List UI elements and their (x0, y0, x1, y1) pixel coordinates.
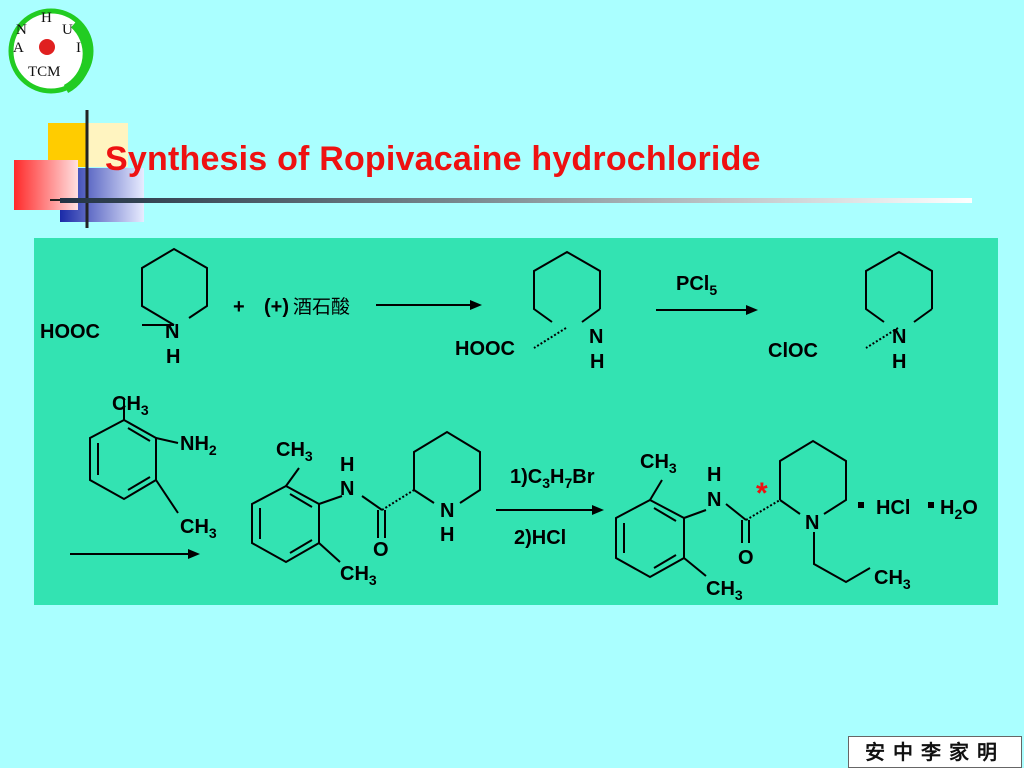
hcl-label: HCl (876, 497, 910, 519)
arrow-chlorination (656, 305, 758, 315)
amide-n-label-1: N (340, 478, 354, 500)
ch3-label-b2: CH3 (340, 563, 377, 588)
arrow-resolution (376, 300, 482, 310)
h-label-2: H (590, 351, 604, 373)
h-label-3: H (892, 351, 906, 373)
hooc-label-2: HOOC (455, 338, 515, 360)
arrow-amidation (70, 549, 200, 559)
logo-letter-i: I (76, 40, 81, 56)
logo-letter-n: N (16, 22, 27, 38)
logo-letter-u: U (62, 22, 73, 38)
salt-formula: HCl H2O (858, 497, 978, 522)
ch3-label-a1: CH3 (112, 393, 149, 418)
title-underline (60, 198, 972, 203)
carbonyl-o-label-1: O (373, 539, 389, 561)
dimethylaniline-structure: CH3 NH2 CH3 (89, 393, 217, 541)
hooc-label-1: HOOC (40, 321, 100, 343)
acid-chloride-structure: ClOC N H (768, 250, 933, 373)
salt-dot-1 (858, 502, 864, 508)
carbonyl-o-label-2: O (738, 547, 754, 569)
logo-letter-a: A (13, 40, 24, 56)
author-seal: 安中李家明 (848, 736, 1022, 768)
n-label-1: N (165, 321, 179, 343)
resolving-agent-name: 酒石酸 (293, 296, 350, 318)
resolving-agent-prefix: (+) (264, 296, 289, 318)
plus-sign: + (233, 296, 245, 318)
logo-letter-tcm: TCM (28, 64, 61, 80)
logo-ring-shadow (63, 20, 92, 93)
ch3-label-b1: CH3 (276, 439, 313, 464)
ch3-label-a2: CH3 (180, 516, 217, 541)
logo-red-dot (39, 39, 55, 55)
deco-pale-square (88, 123, 128, 167)
amide-h-label-1: H (340, 454, 354, 476)
n-label-2: N (589, 326, 603, 348)
logo-letter-h: H (41, 10, 52, 26)
amide-n-label-2: N (707, 489, 721, 511)
pcl5-reagent: PCl5 (676, 273, 717, 298)
ch3-label-c2: CH3 (706, 578, 743, 603)
resolved-acid-structure: HOOC N H (455, 250, 604, 373)
deco-yellow-square (48, 123, 86, 167)
ch3-label-c1: CH3 (640, 451, 677, 476)
salt-dot-2 (928, 502, 934, 508)
cloc-label: ClOC (768, 340, 818, 362)
h-label-1: H (166, 346, 180, 368)
chiral-center-marker: * (756, 477, 768, 510)
nh2-label: NH2 (180, 433, 217, 458)
ring-n-label-5: N (805, 512, 819, 534)
water-label: H2O (940, 497, 978, 522)
pipecoloxylidide-structure: CH3 H N O N H CH3 (251, 430, 481, 588)
reagent-propyl-bromide: 1)C3H7Br (510, 466, 595, 491)
university-logo: H N U A I TCM (8, 8, 94, 94)
ropivacaine-structure: CH3 H N O * N CH3 CH3 (615, 439, 911, 603)
reagent-hcl: 2)HCl (514, 527, 566, 549)
page-title: Synthesis of Ropivacaine hydrochloride (105, 140, 761, 178)
pipecolic-acid-structure: HOOC N H (40, 247, 208, 368)
ch3-label-c3: CH3 (874, 567, 911, 592)
reaction-scheme: HOOC N H + (+) 酒石酸 HOOC N H PCl5 ClOC N … (34, 238, 998, 605)
arrow-alkylation (496, 505, 604, 515)
ring-h-label-4: H (440, 524, 454, 546)
ring-n-label-4: N (440, 500, 454, 522)
amide-h-label-2: H (707, 464, 721, 486)
n-label-3: N (892, 326, 906, 348)
